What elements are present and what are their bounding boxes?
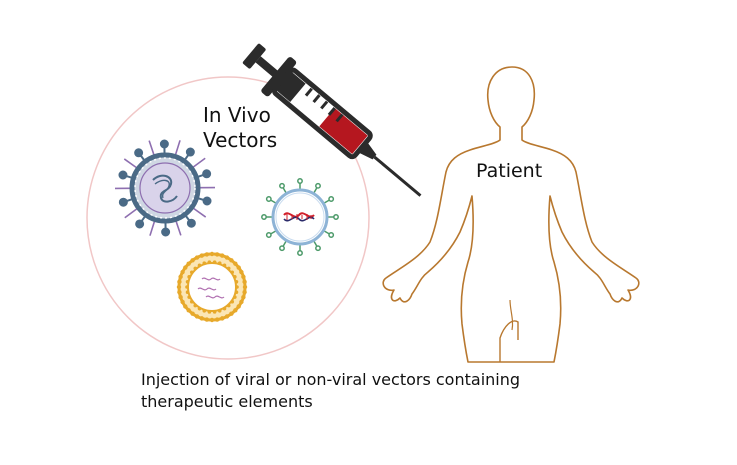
virus-spike-head [187,149,194,156]
lipid-head-outer [200,316,204,320]
nonviral-ligand-head [298,179,302,183]
nonviral-ligand-head [267,197,271,201]
patient-label: Patient [476,159,542,183]
virus-glyco-spike [193,208,206,217]
lipid-head-outer [190,311,194,315]
caption-line1: Injection of viral or non-viral vectors … [141,369,581,391]
lipid-head-outer [195,314,199,318]
lipid-head-outer [186,308,190,312]
lipid-head-outer [220,316,224,320]
lipid-head-outer [242,280,246,284]
lipid-head-outer [177,285,181,289]
virus-glyco-spike [192,158,205,168]
lipid-head-outer [215,252,219,256]
nonviral-vector-icon [262,179,338,255]
lipid-head-outer [183,265,187,269]
lipid-head-outer [229,258,233,262]
lipid-head-outer [225,255,229,259]
virus-spike-head [204,198,211,205]
caption-line2: therapeutic elements [141,391,581,413]
lipid-head-outer [229,311,233,315]
virus-spike-head [135,149,142,156]
nonviral-ligand-head [329,197,333,201]
virus-glyco-spike [175,140,180,155]
virus-glyco-spike [150,220,155,235]
virus-glyco-spike [125,208,138,218]
virus-icon [115,140,215,235]
lipid-head-outer [190,258,194,262]
lipid-head-outer [241,275,245,279]
in-vivo-line2: Vectors [203,128,277,153]
virus-spike-head [188,220,195,227]
lipid-head-outer [233,308,237,312]
virus-glyco-spike [176,220,181,235]
lipid-head-outer [239,300,243,304]
virus-spike-head [203,170,210,177]
virus-spike-head [119,171,126,178]
human-body-icon [383,67,639,362]
lipid-head-outer [225,314,229,318]
virus-spike-head [162,228,169,235]
lipid-head-outer [220,253,224,257]
virus-glyco-spike [149,141,154,156]
in-vivo-line1: In Vivo [203,103,277,128]
lipid-head-outer [236,265,240,269]
lipid-head-outer [177,290,181,294]
nonviral-ligand-head [298,251,302,255]
virus-spike-head [136,220,143,227]
lipid-head-outer [186,261,190,265]
lipid-head-outer [180,300,184,304]
lipid-head-outer [233,261,237,265]
liposome-icon [177,252,247,322]
lipid-head-outer [242,290,246,294]
lipid-head-outer [200,253,204,257]
lipid-head-outer [210,318,214,322]
nonviral-ligand-head [280,246,284,250]
nonviral-ligand-head [329,233,333,237]
lipid-head-outer [236,304,240,308]
nonviral-ligand-head [262,215,266,219]
lipid-head-outer [243,285,247,289]
lipid-head-outer [183,304,187,308]
lipid-head-outer [178,275,182,279]
virus-spike-head [161,141,168,148]
virus-glyco-spike [124,159,137,168]
nonviral-ligand-head [316,246,320,250]
lipid-head-outer [195,255,199,259]
lipid-head-outer [180,270,184,274]
nonviral-ligand-head [267,233,271,237]
caption: Injection of viral or non-viral vectors … [141,369,581,413]
nonviral-ligand-head [316,184,320,188]
lipid-head-outer [205,317,209,321]
virus-spike-head [120,199,127,206]
nonviral-ligand-head [334,215,338,219]
lipid-head-outer [178,295,182,299]
lipid-head-outer [239,270,243,274]
lipid-head-outer [210,252,214,256]
lipid-head-outer [205,252,209,256]
lipid-head-outer [177,280,181,284]
nonviral-ligand-head [280,184,284,188]
lipid-head-outer [241,295,245,299]
lipid-head-outer [215,317,219,321]
in-vivo-vectors-label: In Vivo Vectors [203,103,277,153]
